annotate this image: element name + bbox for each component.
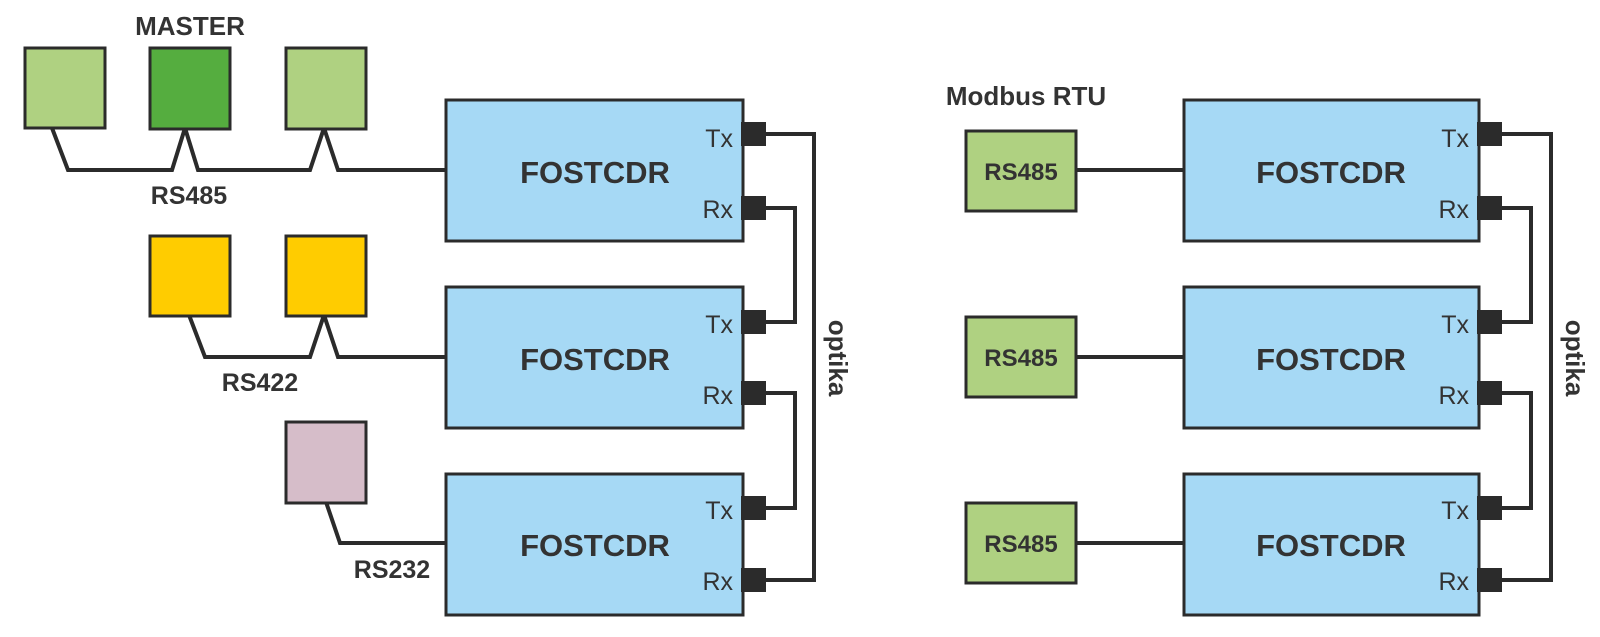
fiber-link-2-3 bbox=[764, 391, 797, 510]
converter-name: FOSTCDR bbox=[520, 528, 670, 563]
converter-name: FOSTCDR bbox=[1256, 155, 1406, 190]
tx-port bbox=[741, 310, 766, 334]
right-diagram: Modbus RTU RS485 RS485 RS485 FOSTCDR Tx … bbox=[946, 81, 1590, 617]
converter-name: FOSTCDR bbox=[1256, 342, 1406, 377]
tx-port bbox=[1477, 496, 1502, 520]
rs485-slave-device bbox=[284, 46, 368, 131]
rx-label: Rx bbox=[702, 382, 733, 410]
converter-1: FOSTCDR Tx Rx bbox=[444, 98, 766, 243]
tx-port bbox=[741, 122, 766, 146]
rs485-device-1: RS485 bbox=[964, 129, 1078, 213]
rs485-device-box bbox=[964, 501, 1078, 585]
converter-2: FOSTCDR Tx Rx bbox=[1182, 285, 1502, 430]
fostcdr-box bbox=[444, 472, 745, 617]
rs232-wire bbox=[324, 501, 446, 545]
converter-3: FOSTCDR Tx Rx bbox=[1182, 472, 1502, 617]
fostcdr-box bbox=[1182, 285, 1481, 430]
rs485-master-device bbox=[148, 46, 232, 131]
tx-label: Tx bbox=[1441, 311, 1469, 339]
fiber-label: optika bbox=[1560, 320, 1590, 397]
rx-port bbox=[1477, 196, 1502, 220]
converter-name: FOSTCDR bbox=[1256, 528, 1406, 563]
rs422-device bbox=[284, 234, 368, 318]
rx-label: Rx bbox=[702, 196, 733, 224]
fiber-outer-loop bbox=[1500, 132, 1553, 582]
protocol-label: Modbus RTU bbox=[946, 81, 1106, 111]
converter-name: FOSTCDR bbox=[520, 155, 670, 190]
tx-label: Tx bbox=[705, 497, 733, 525]
tx-label: Tx bbox=[705, 125, 733, 153]
fiber-label: optika bbox=[823, 320, 853, 397]
rs485-slave-device bbox=[23, 46, 107, 130]
left-diagram: MASTER RS485 RS422 RS232 FOSTCDR Tx Rx F… bbox=[23, 11, 853, 617]
tx-label: Tx bbox=[1441, 125, 1469, 153]
rs422-label: RS422 bbox=[222, 369, 298, 397]
rx-port bbox=[1477, 568, 1502, 592]
converter-3: FOSTCDR Tx Rx bbox=[444, 472, 766, 617]
device-label: RS485 bbox=[984, 345, 1057, 372]
converter-2: FOSTCDR Tx Rx bbox=[444, 285, 766, 430]
fostcdr-box bbox=[1182, 472, 1481, 617]
rx-port bbox=[741, 196, 766, 220]
rx-port bbox=[741, 381, 766, 405]
fostcdr-box bbox=[1182, 98, 1481, 243]
rs485-device-box bbox=[964, 129, 1078, 213]
rs485-device-3: RS485 bbox=[964, 501, 1078, 585]
fiber-link-1-2 bbox=[1500, 206, 1533, 324]
rx-label: Rx bbox=[1438, 568, 1469, 596]
rs422-bus-wire bbox=[187, 308, 446, 359]
converter-name: FOSTCDR bbox=[520, 342, 670, 377]
fostcdr-box bbox=[444, 285, 745, 430]
rs485-device-2: RS485 bbox=[964, 315, 1078, 399]
tx-label: Tx bbox=[705, 311, 733, 339]
fiber-link-1-2 bbox=[764, 206, 797, 324]
rx-label: Rx bbox=[702, 568, 733, 596]
fiber-link-2-3 bbox=[1500, 391, 1533, 510]
master-label: MASTER bbox=[135, 11, 245, 41]
converter-1: FOSTCDR Tx Rx bbox=[1182, 98, 1502, 243]
rs232-label: RS232 bbox=[354, 556, 430, 584]
tx-port bbox=[1477, 122, 1502, 146]
fostcdr-box bbox=[444, 98, 745, 243]
rs422-device bbox=[148, 234, 232, 318]
rs485-label: RS485 bbox=[151, 182, 228, 210]
tx-port bbox=[741, 496, 766, 520]
fiber-outer-loop bbox=[764, 132, 816, 582]
device-label: RS485 bbox=[984, 159, 1057, 186]
rx-port bbox=[741, 568, 766, 592]
rs232-device bbox=[284, 420, 368, 505]
rs485-device-box bbox=[964, 315, 1078, 399]
rx-port bbox=[1477, 381, 1502, 405]
rs485-bus-wire bbox=[50, 121, 446, 172]
tx-label: Tx bbox=[1441, 497, 1469, 525]
device-label: RS485 bbox=[984, 531, 1057, 558]
tx-port bbox=[1477, 310, 1502, 334]
rx-label: Rx bbox=[1438, 382, 1469, 410]
rx-label: Rx bbox=[1438, 196, 1469, 224]
